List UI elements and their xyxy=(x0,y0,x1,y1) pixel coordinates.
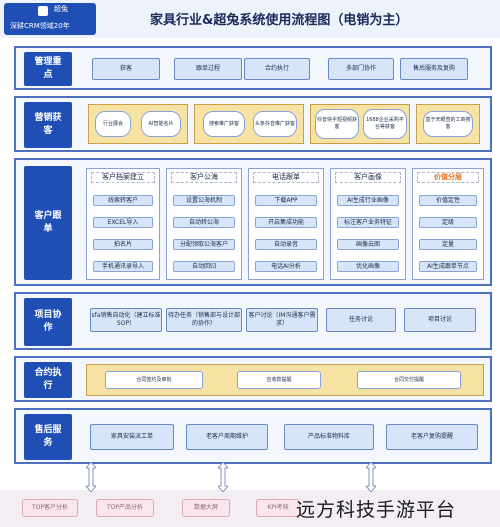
contract-item: 合同签约及审批 xyxy=(105,371,203,389)
bottom-tag: TOP客户分析 xyxy=(22,499,78,517)
mgmt-item: 合约执行 xyxy=(244,58,310,80)
acquire-item: 头条抖音推广获客 xyxy=(253,111,297,137)
bottom-tag: KPI考核 xyxy=(256,499,300,517)
double-arrow-icon xyxy=(366,462,376,492)
bottom-tag: TOP产品分析 xyxy=(96,499,154,517)
customer-column: 客户档案建立 线索转客户 EXCEL导入 拍名片 手机通讯录导入 xyxy=(86,168,160,280)
column-head: 客户画像 xyxy=(335,172,401,183)
bottom-bar xyxy=(0,490,500,527)
acquire-panel: 行业展会 AI智能名片 xyxy=(88,104,188,144)
service-item: 老客户周期维护 xyxy=(186,424,268,450)
column-item: 画像云图 xyxy=(337,239,399,250)
column-item: 定量 xyxy=(419,239,477,250)
row-label-acquire: 营销获客 xyxy=(24,102,72,148)
column-item: 自动回归 xyxy=(173,261,235,272)
collab-item: 客户讨论（IM沟通客户需求） xyxy=(246,308,318,332)
header: 超兔 深耕CRM领域20年 家具行业&超兔系统使用流程图（电销为主） xyxy=(0,0,500,38)
column-item: 设置公海机制 xyxy=(173,195,235,206)
service-item: 老客户复购提醒 xyxy=(386,424,478,450)
row-acquire: 营销获客 行业展会 AI智能名片 搜索推广获客 头条抖音推广获客 抖音快手短视频… xyxy=(14,96,492,152)
acquire-item: AI智能名片 xyxy=(141,111,181,137)
logo-brand: 超兔 xyxy=(54,5,68,14)
logo-brand-line1: 超兔 xyxy=(54,5,68,13)
column-item: 自动录音 xyxy=(255,239,317,250)
column-item: 标注客户业务特征 xyxy=(337,217,399,228)
mgmt-item: 售后服务及复购 xyxy=(400,58,468,80)
column-item: AI生成行业画像 xyxy=(337,195,399,206)
row-label-service: 售后服务 xyxy=(24,414,72,460)
collab-item: 待办任务（销售部与设计部的协作） xyxy=(166,308,242,332)
acquire-panel: 基于天眼查的工商搜客 xyxy=(416,104,480,144)
row-contract: 合约执行 合同签约及审批 应收款提醒 合同交付提醒 xyxy=(14,356,492,402)
row-label-collab: 项目协作 xyxy=(24,298,72,346)
column-item: 开启集成功能 xyxy=(255,217,317,228)
column-item: 手机通讯录导入 xyxy=(93,261,153,272)
bottom-tag: 数据大屏 xyxy=(182,499,230,517)
collab-item: sfa销售自动化（建立标准SOP） xyxy=(90,308,162,332)
mgmt-item: 跟单过程 xyxy=(174,58,242,80)
row-label-contract: 合约执行 xyxy=(24,362,72,398)
column-item: 定级 xyxy=(419,217,477,228)
column-item: AI生成跟单节点 xyxy=(419,261,477,272)
column-item: 电话AI分析 xyxy=(255,261,317,272)
column-item: 分配领取公海客户 xyxy=(173,239,235,250)
acquire-item: 抖音快手短视频获客 xyxy=(315,109,359,139)
column-head: 电话跟单 xyxy=(253,172,319,183)
double-arrow-icon xyxy=(218,462,228,492)
column-item: EXCEL导入 xyxy=(93,217,153,228)
brand-logo: 超兔 深耕CRM领域20年 xyxy=(4,3,96,35)
acquire-panel: 抖音快手短视频获客 1688企业采购平台等获客 xyxy=(310,104,410,144)
customer-column: 电话跟单 下载APP 开启集成功能 自动录音 电话AI分析 xyxy=(248,168,324,280)
mgmt-item: 获客 xyxy=(92,58,160,80)
column-head: 客户公海 xyxy=(171,172,237,183)
service-item: 家具安装派工单 xyxy=(90,424,174,450)
column-item: 自动转公海 xyxy=(173,217,235,228)
row-customer: 客户跟单 客户档案建立 线索转客户 EXCEL导入 拍名片 手机通讯录导入 客户… xyxy=(14,158,492,286)
contract-panel: 合同签约及审批 应收款提醒 合同交付提醒 xyxy=(86,364,484,396)
row-label-customer: 客户跟单 xyxy=(24,166,72,280)
acquire-item: 搜索推广获客 xyxy=(203,111,245,137)
column-item: 线索转客户 xyxy=(93,195,153,206)
acquire-item: 行业展会 xyxy=(95,111,131,137)
mgmt-item: 多部门协作 xyxy=(328,58,394,80)
double-arrow-icon xyxy=(86,462,96,492)
column-item: 下载APP xyxy=(255,195,317,206)
contract-item: 应收款提醒 xyxy=(237,371,321,389)
logo-tagline: 深耕CRM领域20年 xyxy=(10,22,70,30)
column-head: 价值分层 xyxy=(417,172,479,183)
row-label-mgmt: 管理重点 xyxy=(24,52,72,86)
contract-item: 合同交付提醒 xyxy=(357,371,461,389)
acquire-panel: 搜索推广获客 头条抖音推广获客 xyxy=(194,104,304,144)
column-item: 拍名片 xyxy=(93,239,153,250)
collab-item: 任务讨论 xyxy=(326,308,396,332)
row-collab: 项目协作 sfa销售自动化（建立标准SOP） 待办任务（销售部与设计部的协作） … xyxy=(14,292,492,350)
logo-mark-icon xyxy=(38,6,48,16)
row-mgmt: 管理重点 获客 跟单过程 合约执行 多部门协作 售后服务及复购 xyxy=(14,46,492,90)
acquire-item: 基于天眼查的工商搜客 xyxy=(423,111,473,137)
row-service: 售后服务 家具安装派工单 老客户周期维护 产品标准物料库 老客户复购提醒 xyxy=(14,408,492,464)
page-title: 家具行业&超兔系统使用流程图（电销为主） xyxy=(150,13,409,28)
column-item: 优化画像 xyxy=(337,261,399,272)
customer-column: 客户画像 AI生成行业画像 标注客户业务特征 画像云图 优化画像 xyxy=(330,168,406,280)
column-item: 价值定性 xyxy=(419,195,477,206)
column-head: 客户档案建立 xyxy=(91,172,155,183)
watermark: 远方科技手游平台 xyxy=(296,499,457,521)
collab-item: 项目讨论 xyxy=(404,308,476,332)
acquire-item: 1688企业采购平台等获客 xyxy=(363,109,407,139)
customer-column: 价值分层 价值定性 定级 定量 AI生成跟单节点 xyxy=(412,168,484,280)
service-item: 产品标准物料库 xyxy=(284,424,374,450)
customer-column: 客户公海 设置公海机制 自动转公海 分配领取公海客户 自动回归 xyxy=(166,168,242,280)
